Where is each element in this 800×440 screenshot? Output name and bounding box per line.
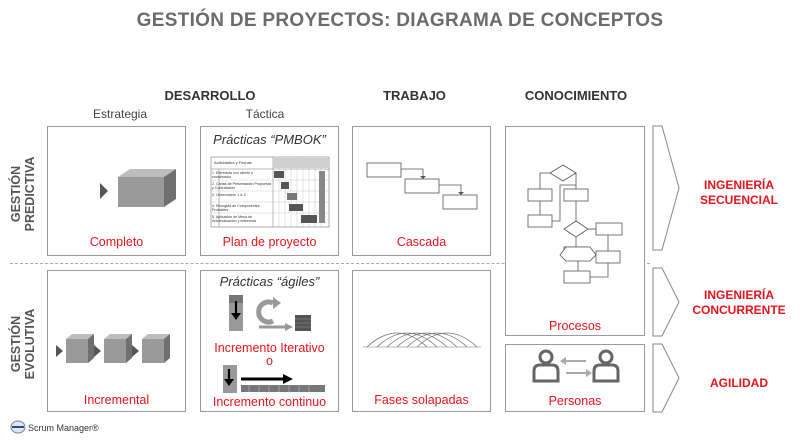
- incremental-blocks-icon: [56, 334, 170, 363]
- caption-incremental: Incremental: [83, 393, 150, 407]
- cell-practicas-agiles: Prácticas “ágiles” Incremento Iterativo …: [200, 270, 339, 412]
- gantt-row-2: 2 Cartas de Presentación Propuesta y Con…: [212, 182, 272, 190]
- gantt-row-num: 4: [212, 204, 214, 208]
- scrum-manager-logo-icon: [10, 420, 26, 434]
- caption-incremento-continuo: Incremento continuo: [212, 395, 327, 409]
- pmbok-header: Prácticas “PMBOK”: [213, 132, 326, 147]
- gantt-row-4: 4 Recogida de Componentes Probables: [212, 204, 272, 212]
- flowchart-diagram: [527, 164, 623, 284]
- column-header-trabajo: TRABAJO: [383, 88, 446, 103]
- people-exchange-icon: [532, 349, 620, 383]
- waterfall-diagram: [366, 162, 478, 210]
- gantt-row-text: Entrevista con cliente y coordinador: [212, 171, 253, 180]
- agiles-header: Prácticas “ágiles”: [219, 274, 320, 289]
- gantt-row-text: Aplicación de Mesa de Autoevaluación y e…: [212, 215, 256, 224]
- gantt-row-text: Recogida de Componentes Probables: [212, 204, 260, 213]
- cell-plan-proyecto: Prácticas “PMBOK” Actividades y Fechas 1…: [200, 126, 339, 256]
- gantt-chart: [210, 156, 330, 228]
- row-label-predictiva: GESTIÓN PREDICTIVA: [9, 156, 37, 232]
- page-title: GESTIÓN DE PROYECTOS: DIAGRAMA DE CONCEP…: [136, 10, 664, 31]
- caption-fases-solapadas: Fases solapadas: [374, 393, 469, 407]
- caption-completo: Completo: [89, 235, 144, 249]
- gantt-row-num: 5: [212, 215, 214, 219]
- footer-brand: Scrum Manager®: [28, 423, 99, 433]
- column-header-conocimiento: CONOCIMIENTO: [524, 88, 628, 103]
- gantt-row-text: Observación 1 & 2: [216, 193, 246, 197]
- caption-incremento-iterativo: Incremento Iterativo: [214, 341, 325, 355]
- caption-o: o: [266, 354, 273, 368]
- subheader-tactica: Táctica: [245, 107, 285, 121]
- iterative-increment-icon: [229, 295, 311, 331]
- cell-completo: Completo: [47, 126, 186, 256]
- row-label-evolutiva: GESTIÓN EVOLUTIVA: [9, 308, 37, 380]
- cell-procesos: Procesos: [505, 126, 645, 336]
- gantt-row-1: 1 Entrevista con cliente y coordinador: [212, 171, 272, 179]
- caption-procesos: Procesos: [548, 319, 602, 333]
- cell-personas: Personas: [505, 344, 645, 412]
- gantt-row-num: 1: [212, 171, 214, 175]
- subheader-estrategia: Estrategia: [92, 107, 148, 121]
- row-divider: [10, 263, 650, 264]
- cell-fases-solapadas: Fases solapadas: [352, 270, 491, 412]
- gantt-row-num: 2: [212, 182, 214, 186]
- gantt-row-3: 3 Observación 1 & 2: [212, 193, 272, 197]
- caption-plan-proyecto: Plan de proyecto: [222, 235, 317, 249]
- cell-incremental: Incremental: [47, 270, 186, 412]
- result-ingenieria-secuencial: INGENIERÍA SECUENCIAL: [699, 178, 778, 207]
- column-header-desarrollo: DESARROLLO: [164, 88, 256, 103]
- gantt-row-num: 3: [212, 193, 214, 197]
- gantt-row-text: Cartas de Presentación Propuesta y Contr…: [212, 182, 271, 191]
- gantt-header: Actividades y Fechas: [214, 160, 252, 165]
- continuous-increment-icon: [223, 365, 325, 393]
- overlapping-phases-diagram: [363, 332, 481, 348]
- gantt-row-5: 5 Aplicación de Mesa de Autoevaluación y…: [212, 215, 272, 223]
- caption-personas: Personas: [548, 394, 602, 408]
- result-chevrons: [652, 125, 680, 413]
- cell-cascada: Cascada: [352, 126, 491, 256]
- completo-block-icon: [100, 169, 176, 207]
- result-ingenieria-concurrente: INGENIERÍA CONCURRENTE: [692, 288, 786, 317]
- caption-cascada: Cascada: [396, 235, 447, 249]
- result-agilidad: AGILIDAD: [710, 376, 768, 390]
